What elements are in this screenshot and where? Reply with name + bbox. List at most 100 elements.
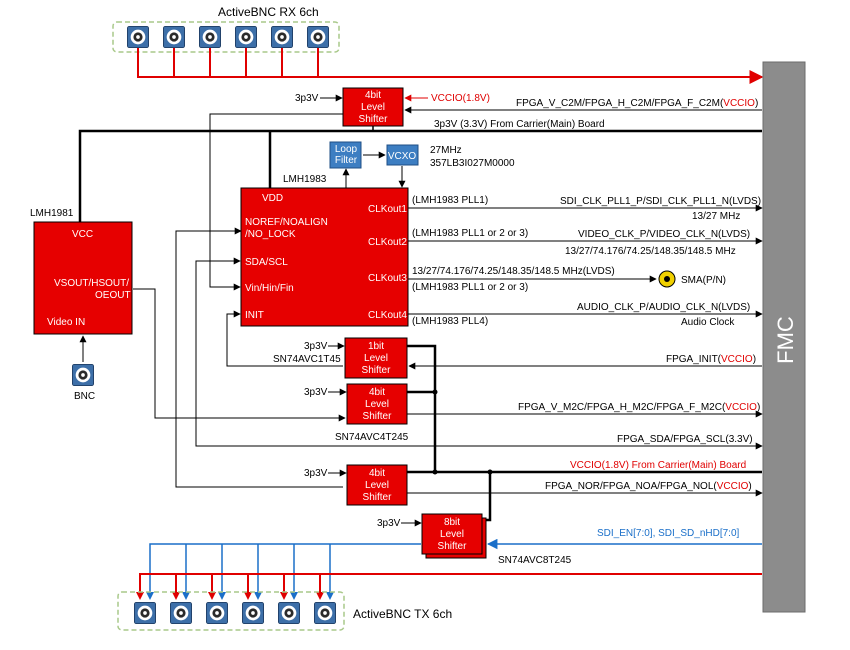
sdi-freq-label: 13/27 MHz (692, 211, 740, 222)
bnc-tx-6-icon (314, 602, 336, 624)
s4-top-l1: 4bit (365, 90, 381, 101)
pll4-label: (LMH1983 PLL4) (412, 316, 488, 327)
lmh1983-sda: SDA/SCL (245, 257, 288, 268)
s4-low-l2: Level (365, 480, 389, 491)
level-shifter-8bit (421, 513, 483, 555)
bnc-rx-4-icon (235, 26, 257, 48)
lmh1981-vsout-1: VSOUT/HSOUT/ (54, 278, 129, 289)
rx-connector-group (112, 21, 340, 53)
loop-filter (329, 141, 362, 169)
bnc-tx-4-icon (242, 602, 264, 624)
pll1-label: (LMH1983 PLL1) (412, 195, 488, 206)
pll3-label: (LMH1983 PLL1 or 2 or 3) (412, 282, 528, 293)
supply-label-1bit: 3p3V (304, 341, 328, 352)
nor-signal-label: FPGA_NOR/FPGA_NOA/FPGA_NOL(VCCIO) (545, 481, 752, 492)
pll2-label: (LMH1983 PLL1 or 2 or 3) (412, 228, 528, 239)
supply-label-mid: 3p3V (304, 387, 328, 398)
s4-top-l2: Level (361, 102, 385, 113)
tx-bus (139, 573, 762, 598)
fmc-label: FMC (773, 316, 798, 364)
rx-bus (137, 48, 764, 84)
audio-label: Audio Clock (681, 317, 735, 328)
vccio-bus (403, 344, 762, 522)
lmh1983-vin: Vin/Hin/Fin (245, 283, 294, 294)
part-4t245: SN74AVC4T245 (335, 432, 409, 443)
lmh1983-noref-1: NOREF/NOALIGN (245, 217, 328, 228)
supply-label-top: 3p3V (295, 93, 319, 104)
lmh1983-name: LMH1983 (283, 174, 327, 185)
bnc-rx-5-icon (271, 26, 293, 48)
supply-label-low: 3p3V (304, 468, 328, 479)
lmh1983-clk2: CLKout2 (368, 237, 407, 248)
lmh1981-vcc: VCC (72, 229, 93, 240)
vcxo (386, 144, 419, 166)
vccio-main-label: VCCIO(1.8V) From Carrier(Main) Board (570, 460, 746, 471)
supply-label-8bit: 3p3V (377, 518, 401, 529)
s4-top-l3: Shifter (359, 114, 389, 125)
bnc-tx-3-icon (206, 602, 228, 624)
video-clk-label: VIDEO_CLK_P/VIDEO_CLK_N(LVDS) (578, 229, 750, 240)
fmc-connector (762, 61, 806, 613)
sdi-en-label: SDI_EN[7:0], SDI_SD_nHD[7:0] (597, 528, 740, 539)
bnc-tx-5-icon (278, 602, 300, 624)
vcxo-part: 357LB3I027M0000 (430, 158, 515, 169)
video-freq-label: 13/27/74.176/74.25/148.35/148.5 MHz (565, 246, 736, 257)
clk3-freq-label: 13/27/74.176/74.25/148.35/148.5 MHz(LVDS… (412, 266, 615, 277)
tx-title: ActiveBNC TX 6ch (353, 607, 452, 621)
lmh1983-init: INIT (245, 310, 264, 321)
sda-scl-label: FPGA_SDA/FPGA_SCL(3.3V) (617, 434, 753, 445)
level-shifter-4bit-mid (346, 383, 408, 425)
rx-bnc-connectors (127, 26, 329, 48)
loop-filter-l2: Filter (335, 155, 358, 166)
s1-l3: Shifter (362, 365, 392, 376)
bnc-input-label: BNC (74, 391, 95, 402)
lmh1981-block (33, 221, 133, 335)
part-8t245: SN74AVC8T245 (498, 555, 572, 566)
lmh1983-noref-2: /NO_LOCK (245, 229, 296, 240)
tx-bnc-connectors (134, 602, 336, 624)
s4-low-l1: 4bit (369, 468, 385, 479)
audio-clk-label: AUDIO_CLK_P/AUDIO_CLK_N(LVDS) (577, 302, 750, 313)
sdi-clk-label: SDI_CLK_PLL1_P/SDI_CLK_PLL1_N(LVDS) (560, 196, 761, 207)
lmh1983-clk4: CLKout4 (368, 310, 407, 321)
s4-mid-l3: Shifter (363, 411, 393, 422)
level-shifter-1bit (344, 337, 408, 379)
loop-filter-l1: Loop (335, 144, 358, 155)
bnc-rx-2-icon (163, 26, 185, 48)
s8-l3: Shifter (438, 541, 468, 552)
vcxo-freq: 27MHz (430, 145, 462, 156)
lmh1981-name: LMH1981 (30, 208, 74, 219)
bnc-rx-1-icon (127, 26, 149, 48)
m2c-signal-label: FPGA_V_M2C/FPGA_H_M2C/FPGA_F_M2C(VCCIO) (518, 402, 760, 413)
tx-enable-bus (149, 543, 421, 598)
part-1t45: SN74AVC1T45 (273, 354, 341, 365)
c2m-signal-label: FPGA_V_C2M/FPGA_H_C2M/FPGA_F_C2M(VCCIO) (516, 98, 758, 109)
bnc-input-icon (72, 364, 94, 386)
level-shifter-4bit-low (346, 464, 408, 506)
bnc-tx-2-icon (170, 602, 192, 624)
lmh1983-clk3: CLKout3 (368, 273, 407, 284)
s4-low-l3: Shifter (363, 492, 393, 503)
tx-enable-arrows (146, 592, 334, 600)
s8-l2: Level (440, 529, 464, 540)
tx-connector-group (117, 591, 345, 631)
init-signal-label: FPGA_INIT(VCCIO) (666, 354, 756, 365)
lmh1981-vsout-2: OEOUT (95, 290, 131, 301)
s1-l1: 1bit (368, 341, 384, 352)
s4-mid-l1: 4bit (369, 387, 385, 398)
lmh1983-vdd: VDD (262, 193, 283, 204)
sma-connector-icon (658, 270, 676, 288)
tx-bus-arrows (136, 592, 324, 600)
sma-label: SMA(P/N) (681, 275, 726, 286)
s4-mid-l2: Level (365, 399, 389, 410)
vccio-top-label: VCCIO(1.8V) (431, 93, 490, 104)
bnc-rx-3-icon (199, 26, 221, 48)
s8-l1: 8bit (444, 517, 460, 528)
bnc-rx-6-icon (307, 26, 329, 48)
vcxo-label: VCXO (388, 151, 417, 162)
lmh1983-clk1: CLKout1 (368, 204, 407, 215)
rx-title: ActiveBNC RX 6ch (218, 5, 319, 19)
p3v3-main-label: 3p3V (3.3V) From Carrier(Main) Board (434, 119, 605, 130)
s1-l2: Level (364, 353, 388, 364)
